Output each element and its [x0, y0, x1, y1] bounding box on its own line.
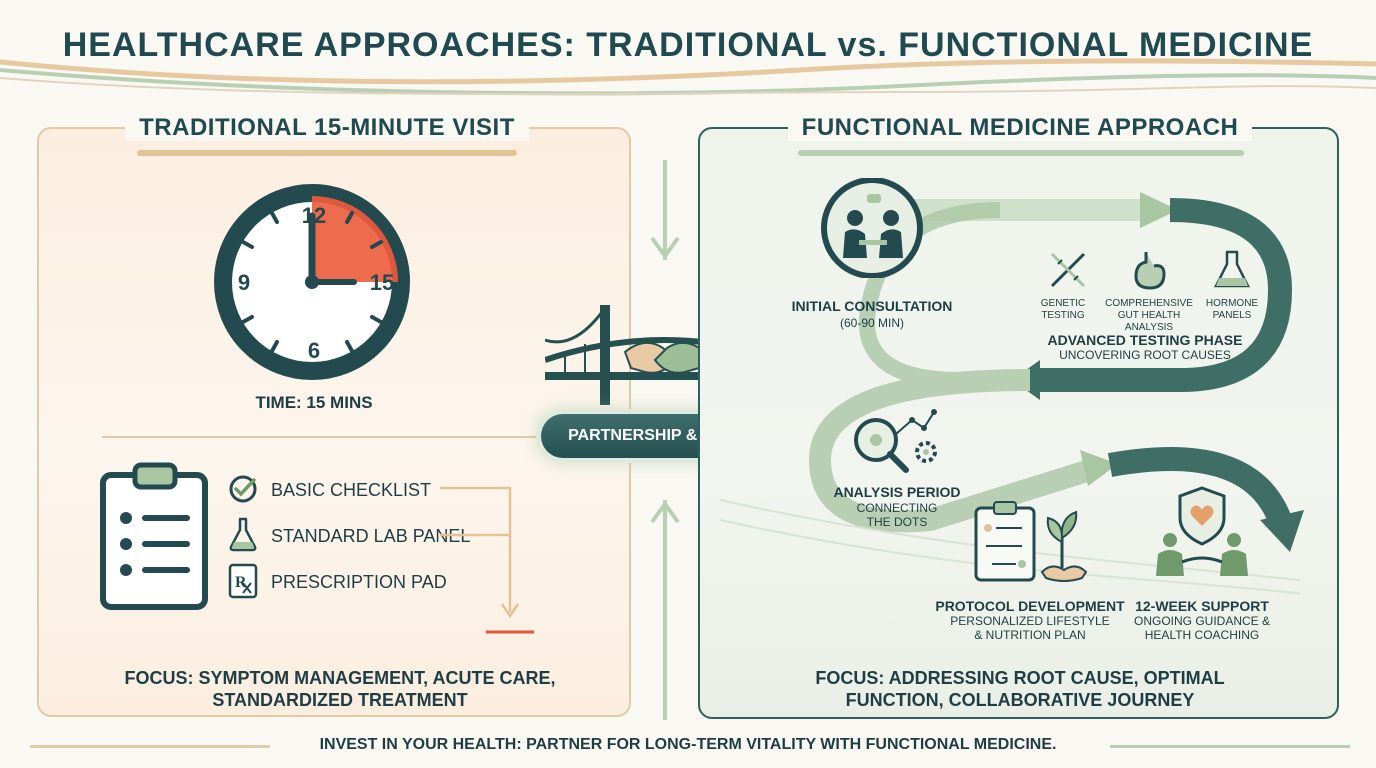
test-hormone-line2: PANELS: [1212, 310, 1252, 321]
initial-consultation-duration: (60-90 MIN): [839, 316, 904, 330]
test-genetic-line1: GENETIC: [1040, 298, 1086, 309]
protocol-development-sub1: PERSONALIZED LIFESTYLE: [950, 614, 1110, 628]
traditional-focus-line2: STANDARDIZED TREATMENT: [212, 690, 468, 710]
list-item-prescription-pad: PRESCRIPTION PAD: [271, 572, 447, 592]
protocol-plan-icon: [974, 501, 1088, 582]
hormone-flask-icon: [1213, 250, 1251, 288]
traditional-title: TRADITIONAL 15-MINUTE VISIT: [125, 114, 529, 141]
footer-line-left: [30, 745, 270, 748]
protocol-development-sub2: & NUTRITION PLAN: [974, 628, 1086, 642]
list-item-basic-checklist: BASIC CHECKLIST: [271, 480, 432, 500]
stomach-icon: [1134, 252, 1166, 290]
initial-consultation-title: INITIAL CONSULTATION: [791, 298, 953, 314]
functional-title-wrap: FUNCTIONAL MEDICINE APPROACH: [760, 114, 1280, 142]
analysis-period-sub1: CONNECTING: [856, 501, 938, 515]
clock-number-6: 6: [307, 338, 321, 363]
center-divider-arrows: [650, 160, 680, 720]
footer-tagline: INVEST IN YOUR HEALTH: PARTNER FOR LONG-…: [319, 736, 1057, 753]
consultation-icon: [821, 178, 923, 278]
clipboard-icon: [100, 462, 208, 610]
divider: [102, 436, 578, 438]
page-title: HEALTHCARE APPROACHES: TRADITIONAL vs. F…: [62, 26, 1314, 64]
protocol-development-title: PROTOCOL DEVELOPMENT: [935, 598, 1125, 614]
test-gut-line2: GUT HEALTH ANALYSIS: [1117, 310, 1181, 333]
test-hormone-line1: HORMONE: [1205, 298, 1259, 309]
support-sub1: ONGOING GUIDANCE &: [1133, 614, 1270, 628]
list-item-standard-lab-panel: STANDARD LAB PANEL: [271, 526, 471, 546]
magnifier-gear-icon: [854, 409, 937, 473]
clock-number-9: 9: [237, 270, 251, 295]
flask-icon: [229, 517, 257, 552]
journey-path: [719, 192, 1304, 595]
list-connector-arrow: [440, 486, 534, 634]
support-sub2: HEALTH COACHING: [1144, 628, 1260, 642]
checkmark-circle-icon: [229, 475, 257, 503]
clock-icon: [214, 184, 410, 380]
advanced-testing-sub: UNCOVERING ROOT CAUSES: [1059, 348, 1231, 362]
functional-focus-line1: FOCUS: ADDRESSING ROOT CAUSE, OPTIMAL: [815, 668, 1225, 688]
analysis-period-title: ANALYSIS PERIOD: [833, 484, 961, 500]
svg-text:R: R: [235, 574, 247, 591]
support-shield-people-icon: [1156, 486, 1248, 576]
time-label: TIME: 15 MINS: [255, 393, 373, 412]
support-title: 12-WEEK SUPPORT: [1135, 598, 1269, 614]
functional-focus-line2: FUNCTION, COLLABORATIVE JOURNEY: [845, 690, 1195, 710]
traditional-title-underline: [137, 150, 517, 156]
clock-number-15: 15: [369, 270, 395, 295]
dna-icon: [1050, 252, 1086, 288]
title-swoosh-decoration: [0, 58, 1376, 96]
traditional-focus-line1: FOCUS: SYMPTOM MANAGEMENT, ACUTE CARE,: [124, 668, 556, 688]
rx-icon: R: [228, 563, 258, 599]
footer-line-right: [1110, 745, 1350, 748]
functional-title: FUNCTIONAL MEDICINE APPROACH: [787, 114, 1253, 141]
traditional-title-wrap: TRADITIONAL 15-MINUTE VISIT: [122, 114, 532, 142]
test-gut-line1: COMPREHENSIVE: [1105, 298, 1193, 309]
functional-title-underline: [798, 150, 1244, 156]
clock-number-12: 12: [301, 203, 327, 228]
advanced-testing-title: ADVANCED TESTING PHASE: [1047, 332, 1243, 348]
analysis-period-sub2: THE DOTS: [866, 515, 928, 529]
test-genetic-line2: TESTING: [1041, 310, 1085, 321]
